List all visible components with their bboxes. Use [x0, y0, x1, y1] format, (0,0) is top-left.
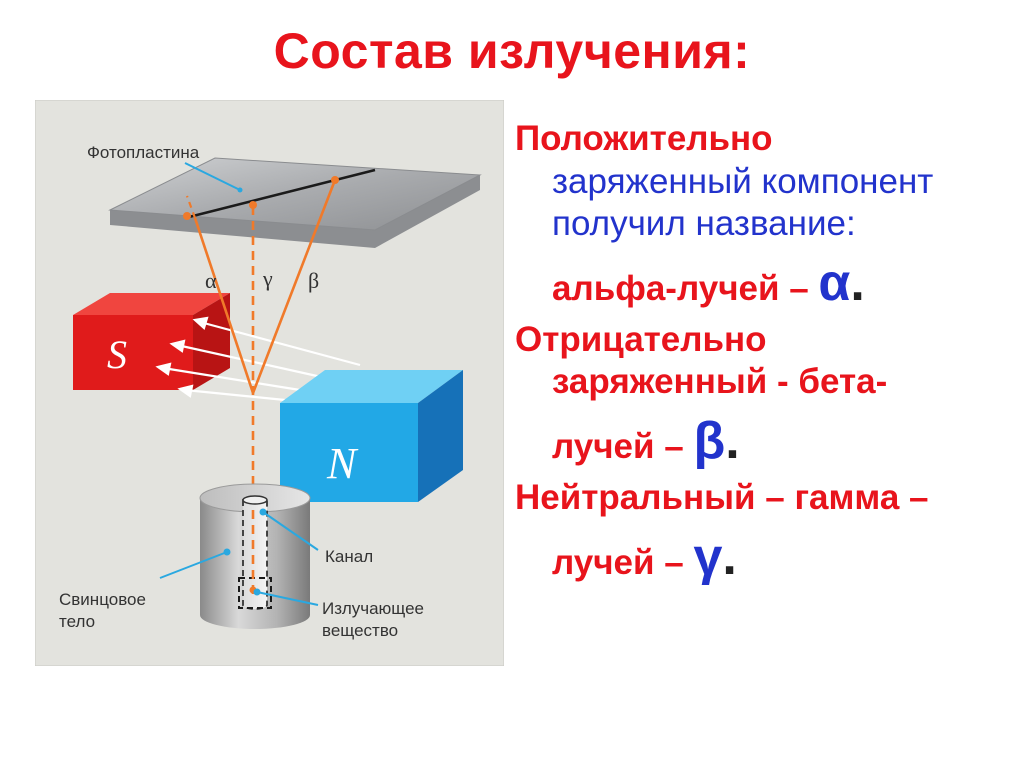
explanation-text: Положительно заряженный компонент получи…	[515, 118, 1015, 584]
magnet-s	[73, 293, 230, 390]
beta-line-1: заряженный - бета-	[552, 362, 888, 402]
magnet-n-label: N	[326, 439, 359, 488]
alpha-line-1: заряженный компонент	[552, 161, 934, 201]
beta-paragraph: Отрицательно заряженный - бета- лучей – …	[515, 319, 1015, 469]
gamma-paragraph: Нейтральный – гамма – лучей – γ.	[515, 477, 1015, 584]
beta-symbol: β	[693, 412, 726, 471]
magnet-n	[280, 370, 463, 502]
gamma-line-1: лучей – γ.	[515, 531, 1015, 585]
slide-title: Состав излучения:	[273, 23, 751, 79]
lead-body-label-line1: Свинцовое	[59, 590, 146, 609]
photoplate-label: Фотопластина	[87, 143, 200, 162]
gamma-label: γ	[262, 266, 273, 291]
gamma-period: .	[722, 527, 737, 586]
diagram-svg: Фотопластина S N	[35, 100, 504, 666]
beta-label: β	[308, 268, 319, 293]
beta-name: лучей –	[552, 427, 694, 467]
gamma-heading: Нейтральный – гамма –	[515, 477, 929, 517]
alpha-ray-dash	[185, 195, 197, 219]
beta-ray	[251, 179, 337, 394]
beta-heading: Отрицательно	[515, 319, 767, 359]
beta-period: .	[725, 412, 740, 471]
alpha-line-3: альфа-лучей – α.	[515, 257, 1015, 311]
photoplate	[108, 157, 482, 248]
leader-lines	[159, 508, 319, 606]
beta-line-2: лучей – β.	[515, 415, 1015, 469]
alpha-line-2: получил название:	[552, 204, 856, 244]
alpha-heading: Положительно	[515, 119, 773, 158]
alpha-symbol: α	[818, 254, 851, 313]
alpha-ray	[193, 217, 255, 394]
radiation-diagram: Фотопластина S N	[35, 100, 504, 666]
gamma-name: лучей –	[552, 542, 694, 582]
alpha-paragraph: Положительно заряженный компонент получи…	[515, 118, 1015, 311]
alpha-period: .	[850, 254, 865, 313]
magnetic-field-lines	[155, 316, 361, 402]
gamma-symbol: γ	[693, 527, 723, 586]
alpha-label: α	[205, 268, 217, 293]
alpha-name: альфа-лучей –	[552, 269, 819, 309]
emitter-label-line2: вещество	[322, 621, 398, 640]
emitter-label-line1: Излучающее	[322, 599, 424, 618]
magnet-s-label: S	[107, 332, 127, 377]
channel-label: Канал	[325, 547, 373, 566]
lead-cylinder	[199, 483, 311, 629]
lead-body-label-line2: тело	[59, 612, 95, 631]
